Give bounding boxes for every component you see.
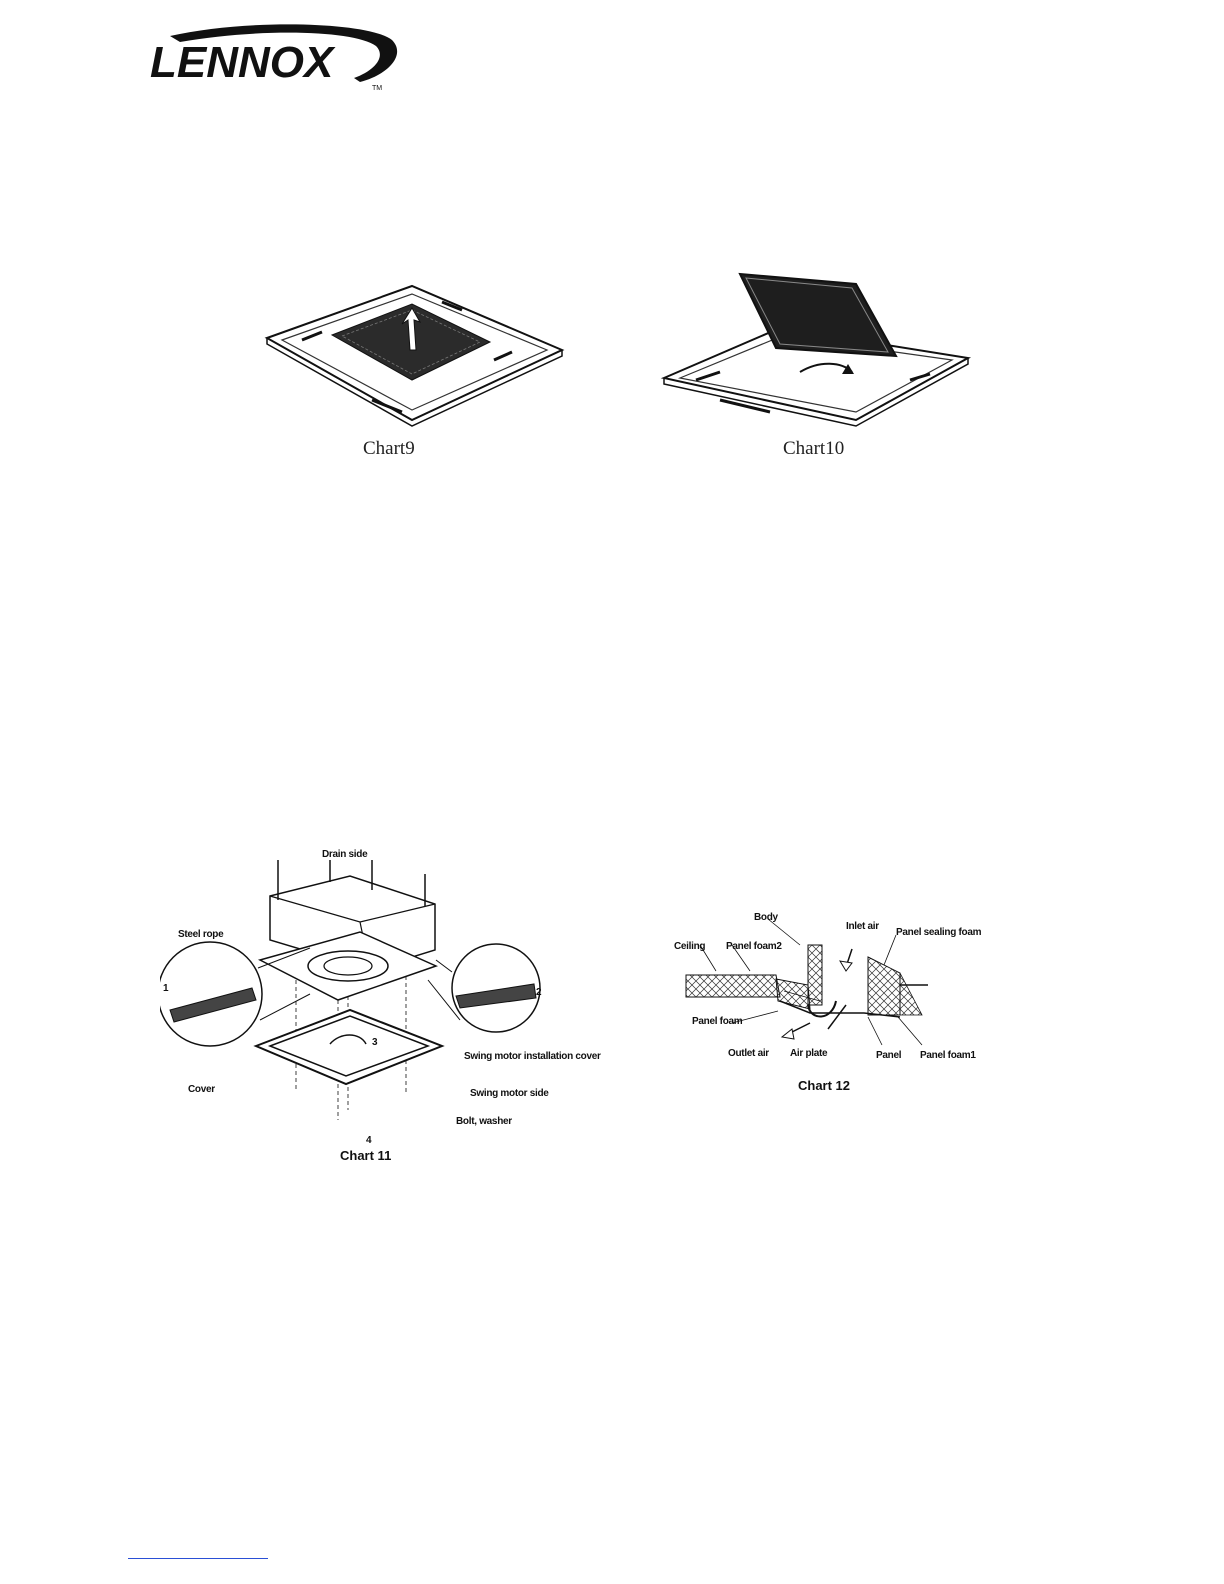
label-panel: Panel <box>876 1050 901 1061</box>
footer-link-underline <box>128 1558 268 1559</box>
chart12-drawing <box>660 905 1060 1085</box>
chart10-caption: Chart10 <box>783 438 844 460</box>
label-steel-rope: Steel rope <box>178 929 223 940</box>
label-outlet-air: Outlet air <box>728 1048 769 1059</box>
label-cover: Cover <box>188 1084 215 1095</box>
label-inlet-air: Inlet air <box>846 921 879 932</box>
label-swing-motor-cover: Swing motor installation cover <box>464 1051 601 1062</box>
label-panel-foam2: Panel foam2 <box>726 941 782 952</box>
chart12-caption: Chart 12 <box>798 1078 850 1093</box>
label-number-1: 1 <box>163 983 168 994</box>
label-number-4: 4 <box>366 1135 371 1146</box>
label-body: Body <box>754 912 778 923</box>
label-panel-sealing-foam: Panel sealing foam <box>896 927 981 938</box>
chart9-caption: Chart9 <box>363 438 415 460</box>
label-drain-side: Drain side <box>322 849 367 860</box>
chart11-caption: Chart 11 <box>340 1148 391 1163</box>
label-ceiling: Ceiling <box>674 941 705 952</box>
label-panel-foam: Panel foam <box>692 1016 742 1027</box>
logo-wordmark: LENNOX <box>150 38 336 87</box>
lennox-logo: LENNOX TM <box>140 22 405 94</box>
chart10-drawing <box>660 268 972 433</box>
chart11-drawing <box>160 860 600 1160</box>
logo-swoosh-icon: LENNOX TM <box>140 22 405 94</box>
label-air-plate: Air plate <box>790 1048 827 1059</box>
trademark: TM <box>372 85 382 92</box>
label-swing-motor-side: Swing motor side <box>470 1088 549 1099</box>
label-number-2: 2 <box>536 987 541 998</box>
label-bolt-washer: Bolt, washer <box>456 1116 512 1127</box>
label-number-3: 3 <box>372 1037 377 1048</box>
label-panel-foam1: Panel foam1 <box>920 1050 976 1061</box>
chart9-drawing <box>262 280 567 430</box>
